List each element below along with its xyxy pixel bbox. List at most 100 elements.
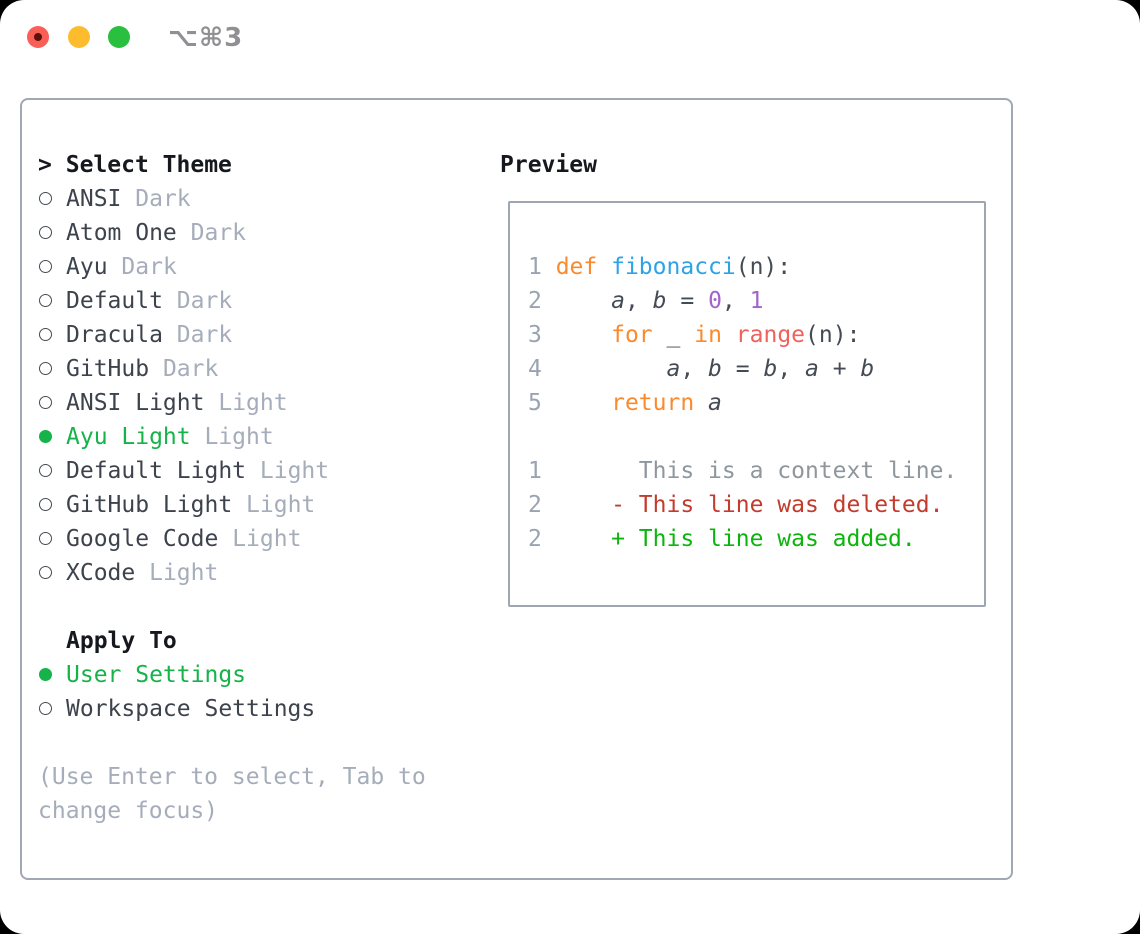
theme-option-label: Default Light Light	[66, 454, 329, 488]
theme-variant-badge: Dark	[162, 356, 219, 382]
radio-selected-icon	[39, 430, 52, 443]
theme-option[interactable]: GitHub Light Light	[38, 488, 478, 522]
theme-option[interactable]: Default Dark	[38, 284, 478, 318]
radio-selected-icon	[39, 668, 52, 681]
theme-option-label: ANSI Dark	[66, 182, 191, 216]
radio-unselected-icon	[39, 566, 52, 579]
theme-option[interactable]: Default Light Light	[38, 454, 478, 488]
code-token	[556, 288, 611, 314]
code-token: b	[763, 356, 778, 382]
titlebar: ⌥⌘3	[0, 0, 1140, 76]
theme-name: Ayu	[66, 254, 108, 280]
diff-line: 1 This is a context line.	[528, 454, 957, 488]
code-token: b	[708, 356, 722, 382]
code-token: for	[611, 322, 653, 348]
window-shortcut-label: ⌥⌘3	[168, 23, 244, 53]
close-button[interactable]	[27, 26, 49, 48]
preview-header: Preview	[500, 152, 597, 178]
code-token	[653, 322, 667, 348]
theme-name: GitHub	[66, 356, 150, 382]
code-token: (n):	[805, 322, 861, 348]
theme-option[interactable]: Ayu Dark	[38, 250, 478, 284]
code-token: =	[721, 356, 764, 382]
minimize-button[interactable]	[68, 26, 90, 48]
code-token: 1	[528, 458, 542, 484]
code-token: 2	[528, 288, 556, 314]
code-token: 3	[528, 322, 556, 348]
select-theme-header: > Select Theme	[38, 148, 232, 182]
code-token: b	[652, 288, 667, 314]
maximize-button[interactable]	[108, 26, 130, 48]
theme-variant-badge: Dark	[135, 186, 191, 212]
code-line: 4 a, b = b, a + b	[528, 352, 874, 386]
code-token	[722, 322, 736, 348]
theme-name: Ayu Light	[66, 424, 191, 450]
theme-option[interactable]: GitHub Dark	[38, 352, 478, 386]
theme-name: Dracula	[66, 322, 163, 348]
focus-prompt-icon: >	[38, 152, 52, 178]
help-text-line: (Use Enter to select, Tab to	[38, 764, 426, 790]
code-token	[556, 390, 611, 416]
radio-unselected-icon	[39, 328, 52, 341]
theme-option-label: XCode Light	[66, 556, 218, 590]
code-token: return	[611, 390, 695, 416]
theme-option-label: GitHub Light Light	[66, 488, 315, 522]
theme-variant-badge: Light	[246, 492, 316, 518]
radio-unselected-icon	[39, 260, 52, 273]
code-token: ,	[777, 356, 806, 382]
radio-unselected-icon	[39, 532, 52, 545]
theme-variant-badge: Dark	[176, 322, 233, 348]
radio-unselected-icon	[39, 362, 52, 375]
apply-to-option-label: User Settings	[66, 658, 246, 692]
code-line: 1 def fibonacci(n):	[528, 250, 791, 284]
theme-option-label: ANSI Light Light	[66, 386, 288, 420]
theme-variant-badge: Dark	[190, 220, 247, 246]
code-token: 0	[708, 288, 722, 314]
apply-to-option[interactable]: User Settings	[38, 658, 478, 692]
code-token	[542, 526, 611, 552]
theme-variant-badge: Dark	[121, 254, 177, 280]
diff-line: 2 - This line was deleted.	[528, 488, 943, 522]
code-token	[542, 492, 611, 518]
code-token: range	[735, 322, 806, 348]
theme-name: XCode	[66, 560, 136, 586]
code-token: 1	[528, 254, 556, 280]
radio-unselected-icon	[39, 498, 52, 511]
code-line: 2 a, b = 0, 1	[528, 284, 763, 318]
code-token: This is a context line.	[638, 458, 958, 484]
code-line: 3 for _ in range(n):	[528, 318, 860, 352]
radio-unselected-icon	[39, 464, 52, 477]
theme-option[interactable]: Dracula Dark	[38, 318, 478, 352]
theme-name: Default	[66, 288, 163, 314]
theme-option[interactable]: Google Code Light	[38, 522, 478, 556]
theme-option[interactable]: Atom One Dark	[38, 216, 478, 250]
code-token: ,	[721, 288, 750, 314]
code-token	[542, 458, 639, 484]
theme-option-label: Atom One Dark	[66, 216, 246, 250]
radio-unselected-icon	[39, 226, 52, 239]
theme-variant-badge: Light	[259, 458, 330, 484]
theme-option[interactable]: XCode Light	[38, 556, 478, 590]
code-line: 5 return a	[528, 386, 722, 420]
radio-unselected-icon	[39, 192, 52, 205]
apply-to-option[interactable]: Workspace Settings	[38, 692, 478, 726]
theme-option-label: Google Code Light	[66, 522, 301, 556]
theme-option[interactable]: ANSI Dark	[38, 182, 478, 216]
theme-name: Google Code	[66, 526, 219, 552]
theme-variant-badge: Light	[218, 390, 288, 416]
code-token: +	[818, 356, 861, 382]
code-token: ,	[680, 356, 709, 382]
code-token: a	[708, 390, 722, 416]
code-token	[556, 322, 611, 348]
apply-to-label-text: Workspace Settings	[66, 696, 316, 722]
code-token: _	[666, 322, 681, 348]
theme-option[interactable]: ANSI Light Light	[38, 386, 478, 420]
theme-option-label: Default Dark	[66, 284, 232, 318]
code-token	[694, 390, 708, 416]
theme-variant-badge: Light	[204, 424, 274, 450]
code-token: 4	[528, 356, 556, 382]
theme-option[interactable]: Ayu Light Light	[38, 420, 478, 454]
theme-name: Atom One	[66, 220, 177, 246]
